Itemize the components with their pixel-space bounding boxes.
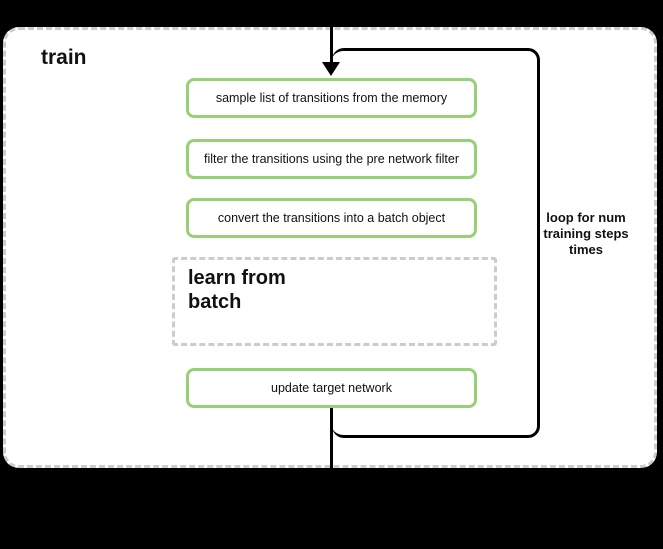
incoming-flow-line: [330, 0, 333, 63]
loop-annotation-label: loop for num training steps times: [543, 210, 629, 257]
subprocess-learn-from-batch: learn from batch: [172, 257, 497, 346]
step-node-update-target-network: update target network: [186, 368, 477, 408]
loop-boundary: [332, 48, 540, 438]
step-node-filter-transitions: filter the transitions using the pre net…: [186, 139, 477, 179]
step-node-sample-transitions: sample list of transitions from the memo…: [186, 78, 477, 118]
frame-title: train: [41, 46, 87, 69]
outgoing-flow-line: [330, 406, 333, 468]
step-node-convert-to-batch: convert the transitions into a batch obj…: [186, 198, 477, 238]
arrowhead-down-icon: [322, 62, 340, 76]
